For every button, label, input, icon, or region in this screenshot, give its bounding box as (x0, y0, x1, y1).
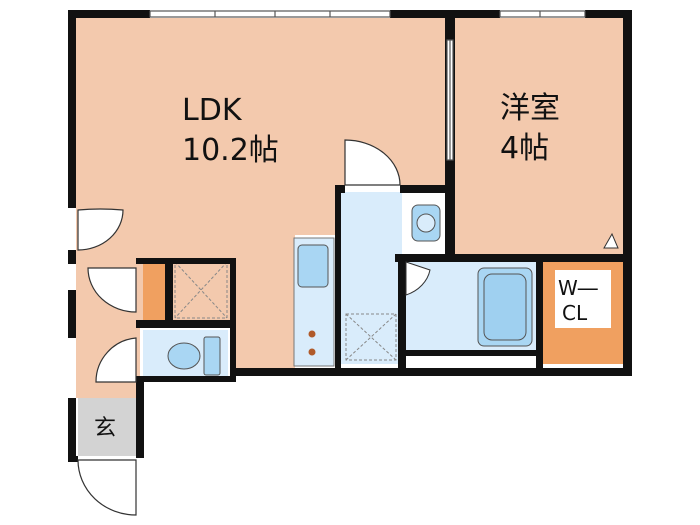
wall (402, 350, 540, 356)
wall (136, 258, 143, 264)
room-name-walkin-closet-line1: W― (558, 276, 598, 300)
wall (136, 258, 236, 264)
door-swing (603, 232, 619, 249)
wall (165, 262, 173, 322)
wall (335, 185, 341, 368)
wall (585, 10, 632, 18)
bedroom-floor (455, 18, 623, 258)
bathtub-inner (483, 273, 527, 341)
wall (68, 398, 76, 458)
washroom-floor (340, 192, 402, 364)
toilet-bowl (167, 342, 201, 370)
closet-label-box (555, 270, 611, 328)
storage-floor (143, 262, 165, 320)
door-swing (77, 208, 124, 251)
door-swing (344, 139, 401, 186)
wall (536, 254, 543, 368)
wall (230, 258, 236, 376)
room-name-entrance: 玄 (94, 416, 116, 441)
stove-burner-icon (308, 348, 316, 356)
wall (398, 254, 406, 368)
wall (623, 10, 632, 376)
fixtures (167, 204, 533, 376)
storage-box-cross (174, 261, 228, 319)
window (149, 10, 391, 18)
windows (149, 10, 586, 161)
entrance-floor (78, 398, 136, 456)
entrance-door (77, 459, 137, 516)
floors (76, 18, 623, 456)
door-swing (405, 261, 431, 296)
wall (232, 368, 632, 376)
wall (395, 254, 623, 262)
door-swing (87, 267, 137, 313)
room-name-bedroom: 洋室 (500, 91, 560, 126)
wall (68, 10, 150, 18)
washing-machine-cross (345, 313, 397, 361)
room-name-walkin-closet-line2: CL (562, 301, 588, 325)
kitchen-sink (297, 244, 329, 288)
storage-box-cross (174, 261, 228, 319)
room-size-bedroom: 4帖 (500, 131, 549, 166)
toilet-tank (203, 336, 221, 376)
door-swing (95, 337, 137, 383)
labels: LDK 10.2帖 洋室 4帖 W― CL 玄 (94, 91, 611, 441)
wall (390, 10, 500, 18)
wall (136, 320, 236, 328)
wall (400, 185, 455, 193)
washbasin-bowl (416, 213, 436, 233)
washing-machine-space (345, 313, 397, 361)
wall (68, 10, 76, 208)
wall (68, 250, 76, 264)
stove-burner-icon (308, 330, 316, 338)
wall (68, 290, 76, 338)
room-name-ldk: LDK (182, 93, 243, 128)
room-size-ldk: 10.2帖 (182, 133, 279, 168)
wall (68, 456, 78, 462)
wall (136, 376, 236, 382)
washing-machine-cross (345, 313, 397, 361)
window (499, 10, 586, 18)
doors (77, 139, 619, 516)
wall (136, 380, 144, 458)
